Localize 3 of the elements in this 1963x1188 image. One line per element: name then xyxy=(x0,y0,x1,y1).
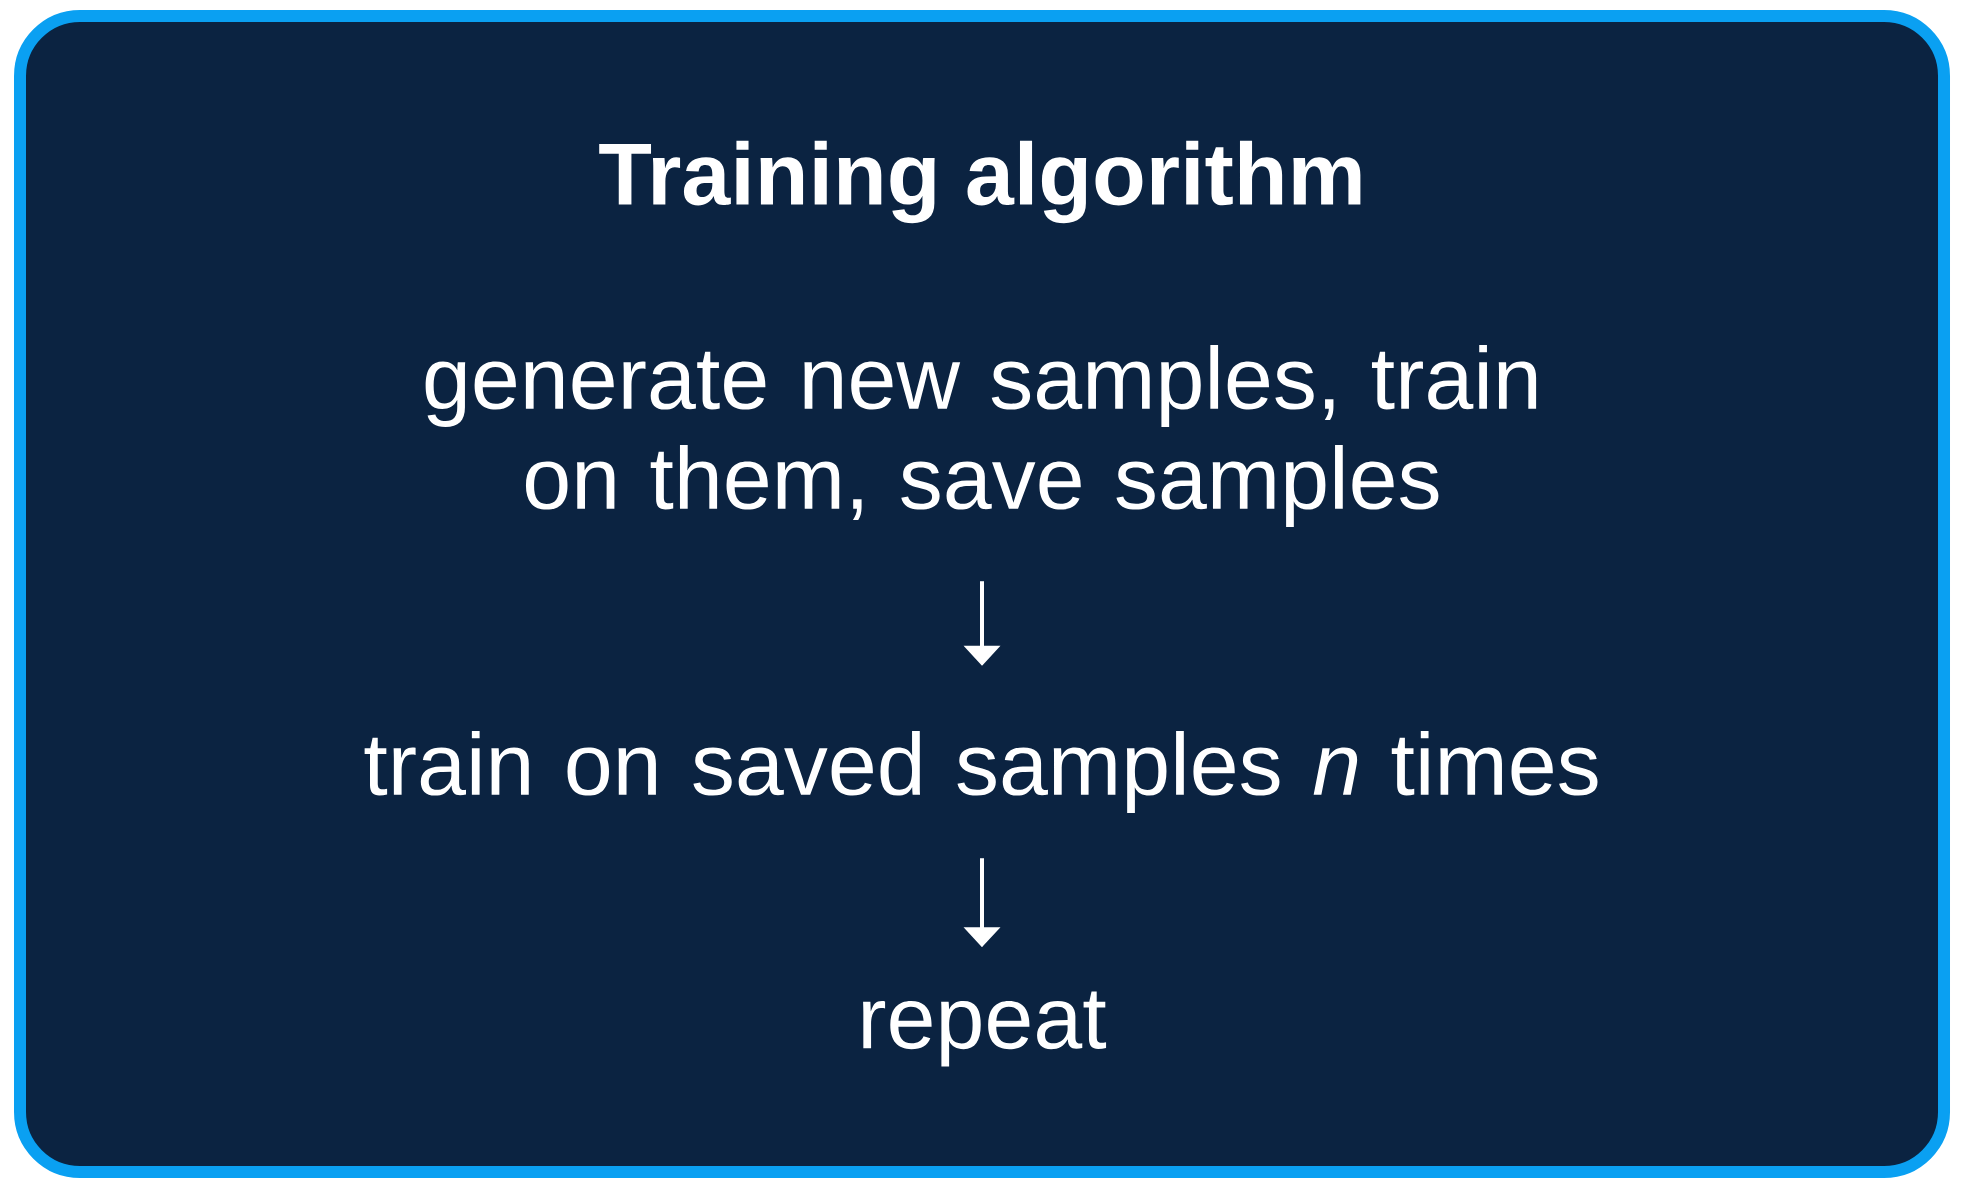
step-text: repeat xyxy=(863,991,1107,1067)
step-text: generate new samples, train on them, save samples xyxy=(425,345,1537,527)
step-text: train on saved samples n times xyxy=(364,731,1598,813)
